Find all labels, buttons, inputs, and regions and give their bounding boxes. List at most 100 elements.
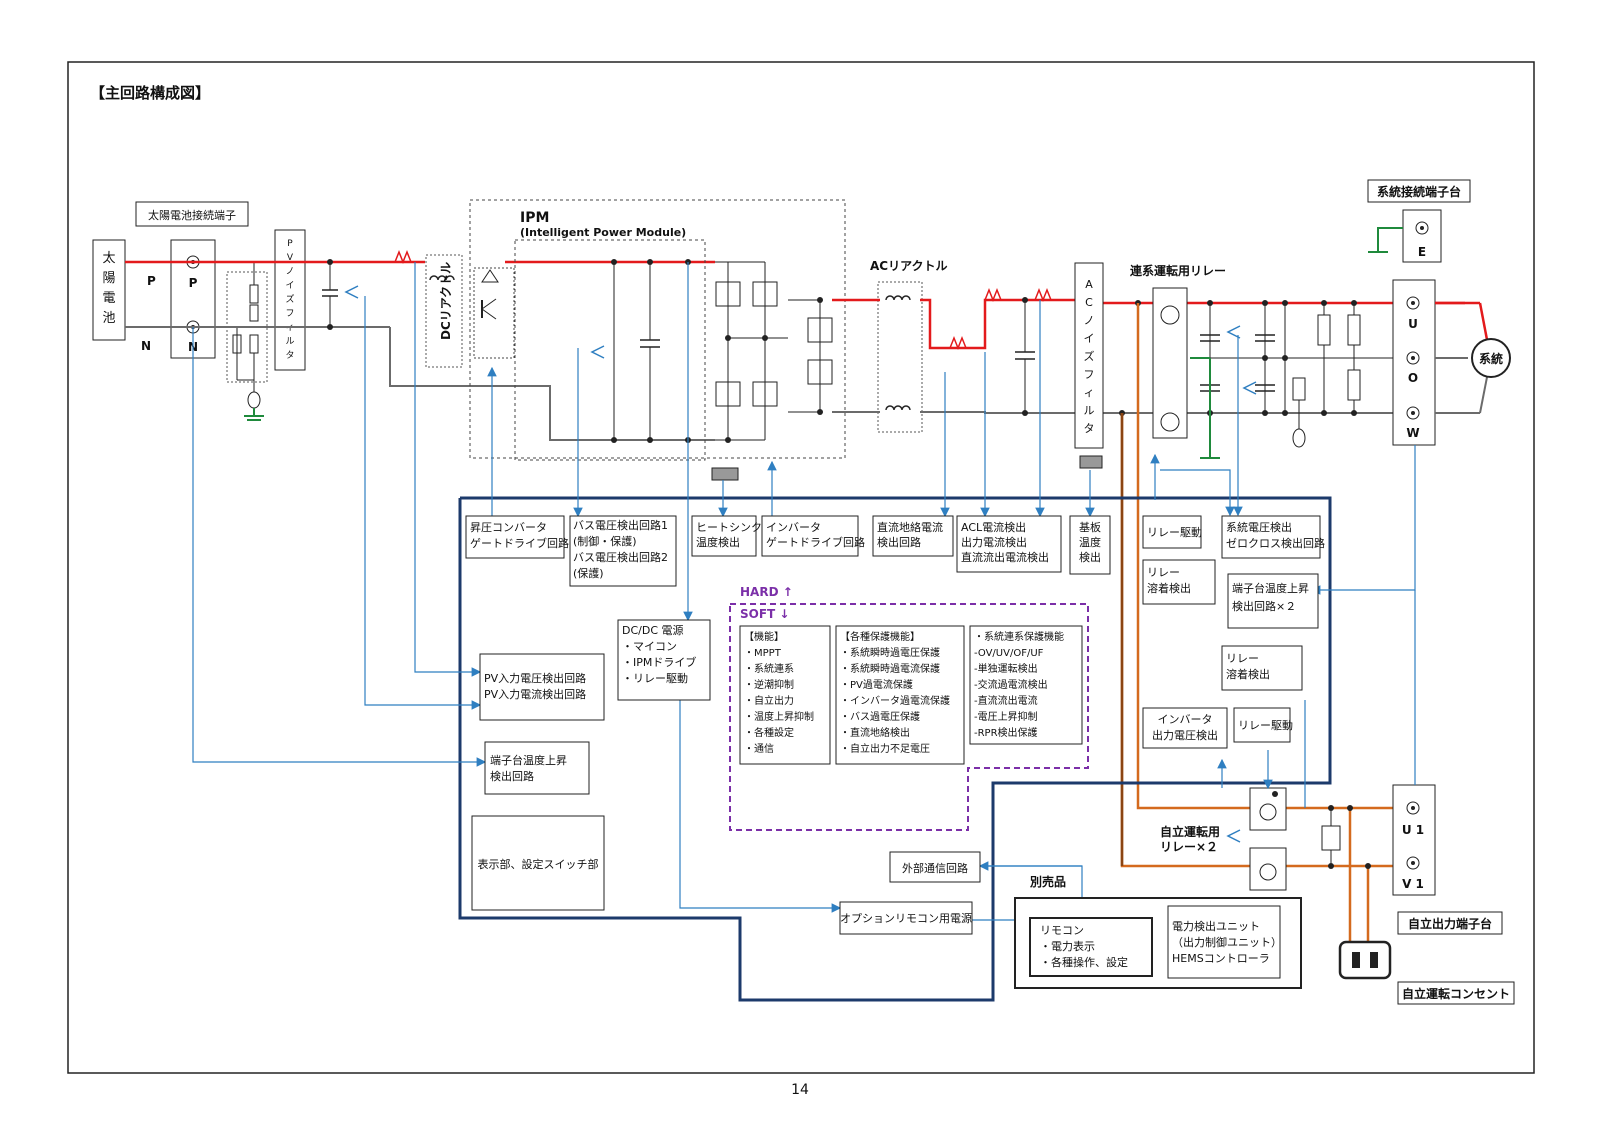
terminal-temp-2-line-1: 端子台温度上昇 [1232,581,1309,595]
dc-reactor-label: DCリアクトル [439,262,453,340]
svg-text:-電圧上昇抑制: -電圧上昇抑制 [974,710,1038,723]
terminal-temp-detection-block-2 [1227,573,1319,629]
dcdc-line-2: ・マイコン [622,640,677,653]
pv-input-line-2: PV入力電流検出回路 [484,687,586,701]
svg-text:・バス過電圧保護: ・バス過電圧保護 [840,710,920,723]
grid-voltage-line-2: ゼロクロス検出回路 [1226,536,1325,550]
power-unit-line-3: HEMSコントローラ [1172,952,1270,965]
grid-voltage-line-1: 系統電圧検出 [1226,520,1292,534]
pv-battery-box [92,239,126,341]
grid-relay-contact-u [1160,305,1180,325]
ground-arrester-icon [247,391,261,409]
grid-terminal-label: 系統接続端子台 [1377,184,1461,199]
svg-text:-単独運転検出: -単独運転検出 [974,662,1038,675]
svg-text:-直流流出電流: -直流流出電流 [974,694,1038,707]
svg-text:タ: タ [285,350,294,361]
voltage-sense-icon [344,285,359,299]
pv-input-line-1: PV入力電圧検出回路 [484,671,586,685]
acl-current-line-3: 直流流出電流検出 [961,550,1049,564]
ac-reactor-box [877,281,923,433]
svg-text:・系統連系保護機能: ・系統連系保護機能 [974,630,1064,643]
svg-text:・インバータ過電流保護: ・インバータ過電流保護 [840,694,950,707]
soft-label: SOFT ↓ [740,607,789,621]
svg-text:ル: ル [1084,404,1095,417]
display-switch-label: 表示部、設定スイッチ部 [478,857,599,871]
inverter-out-v-line-1: インバータ [1158,713,1213,726]
heatsink-sensor-icon [711,467,739,481]
dc-ground-fault-block [872,515,954,557]
svg-text:ズ: ズ [285,293,294,305]
ac-line-w [832,411,1420,414]
self-outlet-label: 自立運転コンセント [1402,986,1510,1001]
relay-weld-1-line-2: 溶着検出 [1147,581,1191,595]
svg-text:【機能】: 【機能】 [744,630,784,643]
dcdc-line-4: ・リレー駆動 [622,671,688,685]
ac-line-u [832,298,1465,350]
power-unit-line-2: （出力制御ユニット） [1172,935,1282,949]
inverter-gate-line-1: インバータ [766,521,821,534]
self-relay-label-2: リレー×２ [1160,840,1218,854]
relay-weld-1-line-1: リレー [1147,566,1180,579]
functions-list: 【機能】 ・MPPT ・系統連系 ・逆潮抑制 ・自立出力 ・温度上昇抑制 ・各種… [744,630,814,755]
pv-n-label: N [141,339,151,353]
relay-drive-2-line: リレー駆動 [1238,718,1293,732]
grid-voltage-detection-block [1221,515,1321,559]
acl-current-line-2: 出力電流検出 [961,535,1027,549]
bus-voltage-line-3: バス電圧検出回路2 [573,550,668,564]
grid-symbol [1471,338,1511,378]
terminal-u1-label: U 1 [1402,823,1424,837]
board-temp-line-1: 基板 [1079,520,1101,534]
bus-voltage-line-1: バス電圧検出回路1 [573,518,668,532]
remote-controller-block [1029,917,1153,977]
bus-voltage-sense-icon [590,345,605,359]
terminal-temp-1-line-2: 検出回路 [490,769,534,783]
svg-text:・MPPT: ・MPPT [744,648,782,659]
pv-terminal-label-box [135,201,249,227]
svg-text:電: 電 [102,291,115,306]
dc-ground-line-2: 検出回路 [877,535,921,549]
page-number: 14 [791,1082,809,1098]
bus-voltage-line-2: (制御・保護) [573,534,637,548]
heatsink-line-2: 温度検出 [696,535,740,549]
grid-terminal-u-label: U [1408,317,1418,331]
self-output-terminal-label: 自立出力端子台 [1408,916,1492,931]
svg-text:-OV/UV/OF/UF: -OV/UV/OF/UF [974,648,1044,659]
boost-diode-icon [481,269,499,283]
functions-list-box [739,625,831,765]
svg-text:太: 太 [102,251,115,266]
svg-text:・温度上昇抑制: ・温度上昇抑制 [744,710,814,723]
ac-reactor-coil-top-icon [885,295,911,301]
bus-voltage-line-4: (保護) [573,566,604,580]
boost-gate-drive-block [465,515,565,559]
ipm-boundary [469,199,846,459]
dc-reactor-coil-icon [429,275,455,281]
terminal-v1-label: V 1 [1402,877,1424,891]
pv-terminal-label: 太陽電池接続端子 [148,208,236,222]
boost-converter-boundary [514,239,706,461]
relay-drive-block-2 [1233,707,1291,743]
pv-p-label: P [147,274,156,288]
acl-current-detection-block [956,515,1062,573]
relay-weld-2-line-2: 溶着検出 [1226,667,1270,681]
board-temp-line-2: 温度 [1079,535,1101,549]
svg-text:・自立出力不足電圧: ・自立出力不足電圧 [840,742,930,755]
svg-text:・系統瞬時過電圧保護: ・系統瞬時過電圧保護 [840,646,940,659]
svg-text:・逆潮抑制: ・逆潮抑制 [744,678,794,691]
terminal-temp-1-line-1: 端子台温度上昇 [490,753,567,767]
external-comm-label: 外部通信回路 [902,861,968,875]
grid-terminal-w-label: W [1406,426,1419,440]
ac-reactor-label: ACリアクトル [870,259,948,273]
svg-text:陽: 陽 [102,271,115,286]
svg-text:・各種設定: ・各種設定 [744,726,794,739]
display-switch-block [471,815,605,911]
svg-text:ィ: ィ [1084,386,1095,399]
svg-text:・PV過電流保護: ・PV過電流保護 [840,678,913,691]
heatsink-line-1: ヒートシンク [696,521,762,534]
power-detection-unit-block [1167,905,1281,979]
svg-text:ノ: ノ [1084,314,1095,327]
grid-protection-list: ・系統連系保護機能 -OV/UV/OF/UF -単独運転検出 -交流過電流検出 … [974,630,1064,739]
svg-text:ノ: ノ [285,267,294,277]
svg-text:-RPR検出保護: -RPR検出保護 [974,726,1038,739]
self-outlet-icon [1338,940,1392,980]
